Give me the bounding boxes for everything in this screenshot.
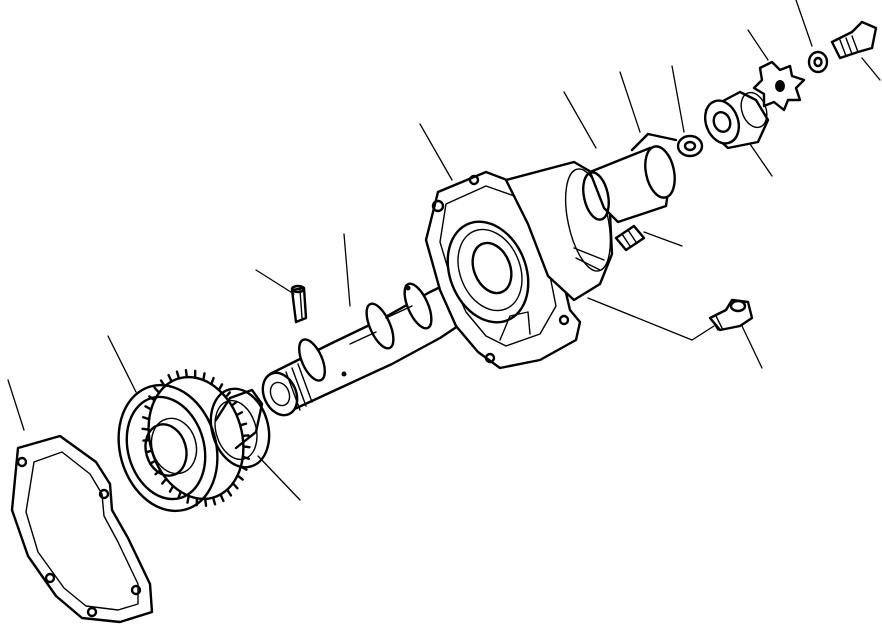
gear-tooth [210,376,215,386]
gear-tooth [154,469,162,476]
gear-tooth [141,427,150,431]
gear-tooth [142,416,151,421]
washer [807,50,829,74]
gear-teeth [141,368,251,508]
sleeve-bearing [703,90,770,150]
thrust-washer [209,387,271,469]
gear-tooth [159,379,167,388]
gear-tooth [153,386,161,394]
gear-tooth [177,490,182,500]
gear-tooth [175,370,181,380]
gear-tooth [186,494,190,504]
set-screw [614,224,646,252]
gear-tooth [167,373,173,383]
gear-tooth [161,477,168,485]
gear-tooth [235,411,244,417]
gear-tooth [224,391,231,399]
cap-bolt [830,20,878,60]
gear-tooth [217,383,224,392]
mounting-bolt [708,298,754,332]
gear-tooth [203,497,208,508]
gear-tooth [236,474,244,481]
gear-tooth [211,496,217,506]
gear-tooth [144,405,153,411]
leader-lines [7,0,881,501]
spring-pin [290,284,308,324]
gear-tooth [230,400,238,407]
gear-tooth [231,482,239,490]
gear-tooth [168,484,175,493]
gear-tooth [239,422,248,427]
star-coupling [752,60,806,112]
gear-tooth [202,372,206,382]
gear-tooth [219,493,225,503]
snap-ring [630,132,704,158]
gear-tooth [148,459,157,465]
gear-tooth [242,445,251,449]
gear-tooth [148,395,156,402]
housing [424,160,614,370]
gear-tooth [144,449,153,454]
gear [117,368,251,513]
gear-tooth [225,488,233,497]
bushing [582,145,676,224]
gear-tooth [184,368,189,379]
gasket [10,434,154,624]
